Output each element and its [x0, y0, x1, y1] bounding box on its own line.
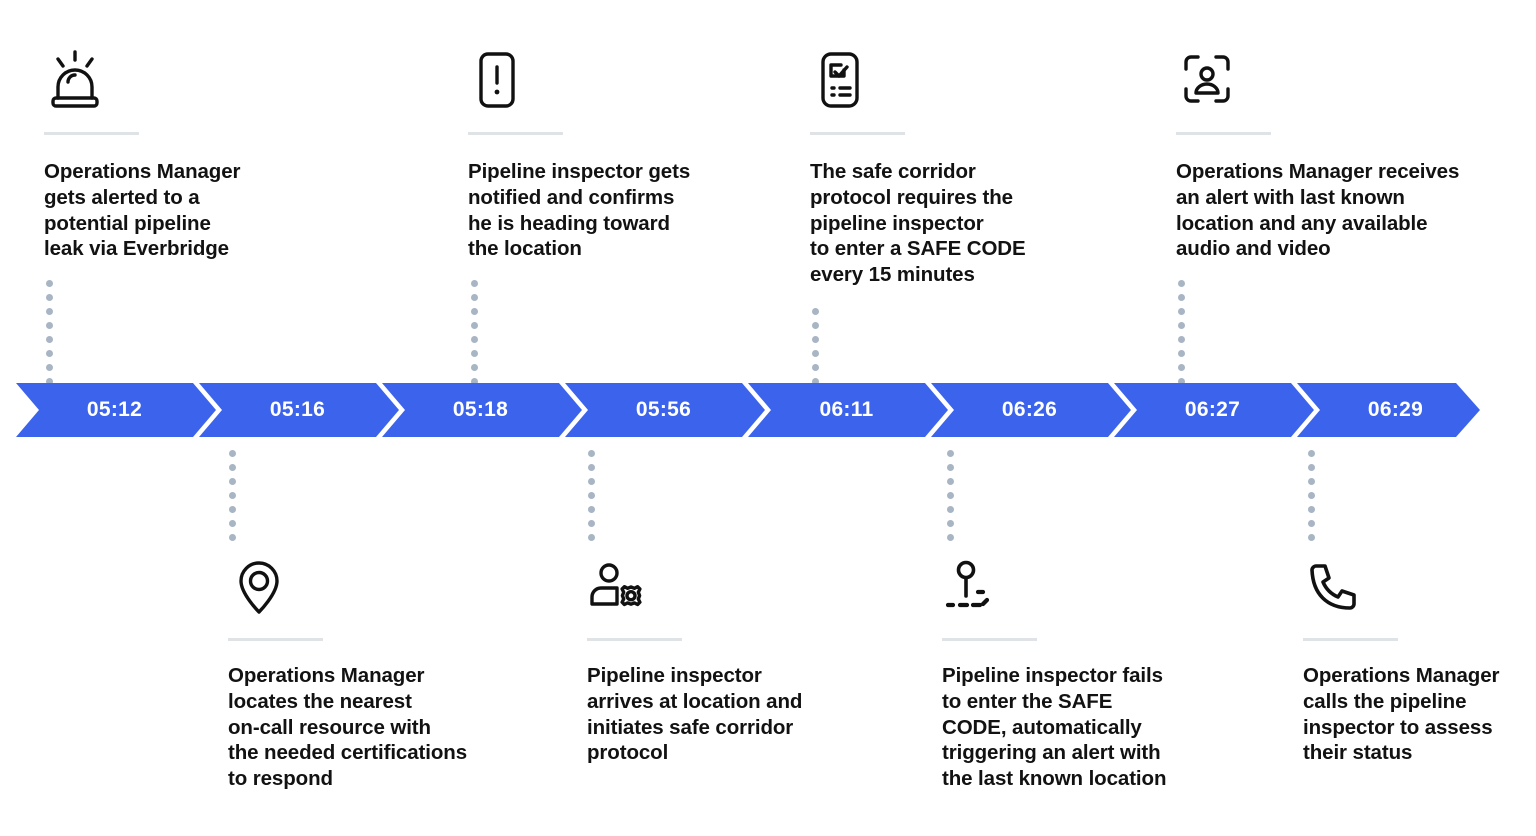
card-rule: [1303, 638, 1398, 641]
timeline-label-6: 06:27: [1184, 398, 1241, 421]
event-card-0518: Pipeline inspector gets notified and con…: [468, 48, 768, 262]
event-card-0516: Operations Manager locates the nearest o…: [228, 556, 528, 792]
timeline-segment-6: [1114, 383, 1314, 437]
connector-dots-0629: [1308, 450, 1315, 548]
card-rule: [810, 132, 905, 135]
phone-alert-icon: [468, 48, 768, 120]
card-rule: [44, 132, 139, 135]
timeline-segment-1: [199, 383, 399, 437]
connector-dots-0611: [812, 308, 819, 392]
event-text: Pipeline inspector arrives at location a…: [587, 664, 803, 765]
event-card-0627: Operations Manager receives an alert wit…: [1176, 48, 1516, 262]
timeline-label-7: 06:29: [1367, 398, 1424, 421]
event-card-0611: The safe corridor protocol requires the …: [810, 48, 1110, 288]
connector-dots-0512: [46, 280, 53, 392]
event-text: Operations Manager locates the nearest o…: [228, 664, 468, 791]
event-text: Pipeline inspector fails to enter the SA…: [942, 664, 1167, 791]
timeline-segment-7: [1297, 383, 1480, 437]
mobile-checklist-icon: [810, 48, 1110, 120]
card-rule: [587, 638, 682, 641]
connector-dots-0626: [947, 450, 954, 548]
timeline-segment-4: [748, 383, 948, 437]
timeline-label-1: 05:16: [269, 398, 326, 421]
event-card-0512: Operations Manager gets alerted to a pot…: [44, 48, 344, 262]
card-rule: [1176, 132, 1271, 135]
event-card-0629: Operations Manager calls the pipeline in…: [1303, 556, 1536, 766]
event-text: Operations Manager receives an alert wit…: [1176, 160, 1460, 261]
event-card-0556: Pipeline inspector arrives at location a…: [587, 556, 887, 766]
map-pin-icon: [228, 556, 528, 628]
timeline-segment-2: [382, 383, 582, 437]
timeline-label-2: 05:18: [452, 398, 509, 421]
phone-call-icon: [1303, 556, 1536, 628]
event-text: Operations Manager gets alerted to a pot…: [44, 160, 241, 261]
connector-dots-0516: [229, 450, 236, 548]
event-text: Pipeline inspector gets notified and con…: [468, 160, 691, 261]
event-text: Operations Manager calls the pipeline in…: [1303, 664, 1500, 765]
connector-dots-0627: [1178, 280, 1185, 392]
event-card-0626: Pipeline inspector fails to enter the SA…: [942, 556, 1242, 792]
timeline-segment-3: [565, 383, 765, 437]
timeline-label-3: 05:56: [635, 398, 692, 421]
siren-alarm-icon: [44, 48, 344, 120]
timeline-label-5: 06:26: [1001, 398, 1058, 421]
timeline-segment-0: [16, 383, 216, 437]
timeline-label-0: 05:12: [86, 398, 143, 421]
connector-dots-0518: [471, 280, 478, 392]
card-rule: [468, 132, 563, 135]
event-text: The safe corridor protocol requires the …: [810, 160, 1026, 287]
card-rule: [228, 638, 323, 641]
card-rule: [942, 638, 1037, 641]
location-lost-icon: [942, 556, 1242, 628]
connector-dots-0556: [588, 450, 595, 548]
timeline-bar[interactable]: [16, 383, 1480, 437]
person-scan-icon: [1176, 48, 1516, 120]
timeline-label-4: 06:11: [819, 398, 874, 421]
timeline-segment-5: [931, 383, 1131, 437]
person-gear-icon: [587, 556, 887, 628]
